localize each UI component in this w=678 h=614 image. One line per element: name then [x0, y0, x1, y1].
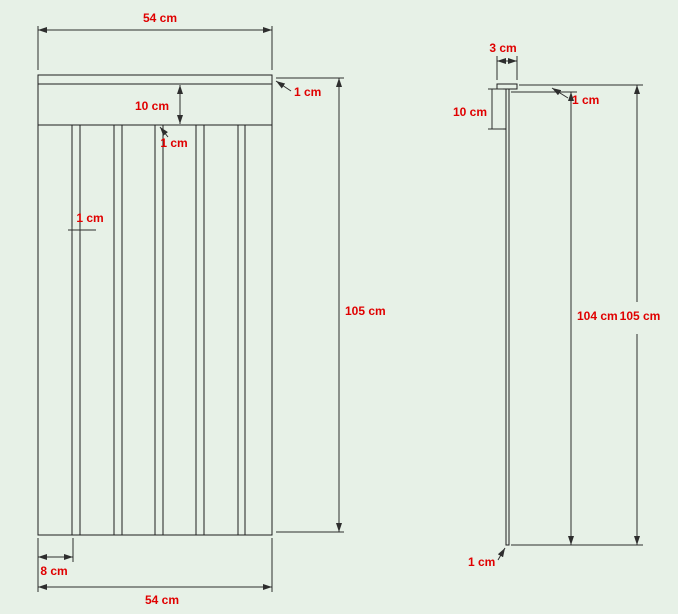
- dim-top-rail: 1 cm: [275, 80, 321, 99]
- dim-top-width-label: 54 cm: [143, 11, 177, 25]
- leader-line: [551, 87, 569, 99]
- leader-line: [159, 126, 169, 138]
- dim-top-rail-label: 1 cm: [294, 85, 321, 99]
- dim-total-height-side: 105 cm: [511, 84, 661, 546]
- dim-slat-gap-label: 1 cm: [160, 136, 187, 150]
- dim-slat-gap-left: 1 cm: [68, 211, 104, 233]
- dim-cap-depth: 3 cm: [489, 41, 518, 80]
- dim-header-height: 10 cm: [135, 85, 183, 124]
- dim-total-height-front: 105 cm: [276, 77, 386, 533]
- dim-total-height-front-label: 105 cm: [345, 304, 386, 318]
- dim-panel-thickness-label: 1 cm: [468, 555, 495, 569]
- dim-bottom-width-label: 54 cm: [145, 593, 179, 607]
- leader-line: [497, 547, 506, 561]
- dim-cap-thickness: 1 cm: [551, 87, 599, 107]
- dim-bottom-width: 54 cm: [37, 538, 273, 607]
- leader-line: [275, 80, 292, 92]
- dim-panel-height: 104 cm: [511, 91, 618, 545]
- front-view: [37, 74, 273, 536]
- dim-header-height-label: 10 cm: [135, 99, 169, 113]
- dim-slat-gap-left-label: 1 cm: [76, 211, 103, 225]
- panel-profile: [505, 88, 510, 546]
- dim-header-height-side: 10 cm: [453, 88, 503, 130]
- dim-panel-thickness: 1 cm: [468, 547, 506, 569]
- dim-total-height-side-label: 105 cm: [620, 309, 661, 323]
- dim-slat-gap: 1 cm: [159, 126, 188, 150]
- dim-slat-width-label: 8 cm: [40, 564, 67, 578]
- dim-cap-thickness-label: 1 cm: [572, 93, 599, 107]
- dim-top-width: 54 cm: [37, 11, 273, 70]
- cap-profile: [496, 83, 518, 90]
- dim-header-height-side-label: 10 cm: [453, 105, 487, 119]
- side-view: [496, 83, 518, 546]
- dim-panel-height-label: 104 cm: [577, 309, 618, 323]
- dim-cap-depth-label: 3 cm: [489, 41, 516, 55]
- dim-slat-width: 8 cm: [37, 538, 74, 578]
